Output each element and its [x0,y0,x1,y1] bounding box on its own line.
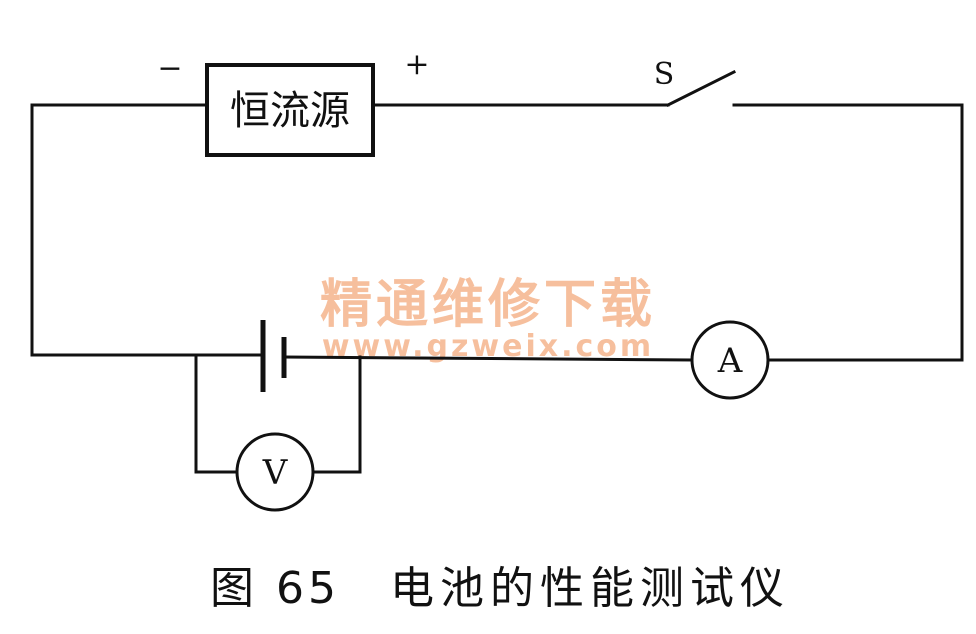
current-source-box [205,63,375,157]
watermark-title: 精通维修下载 [320,275,656,335]
wire-battery-ammeter [282,355,694,362]
source-negative-sign: − [157,51,182,86]
caption-title: 电池的性能测试仪 [390,563,790,614]
wire-left-top [30,103,209,357]
current-source-label: 恒流源 [230,88,350,134]
voltmeter-circle [235,432,315,512]
voltmeter-label: V [262,453,289,493]
ammeter-circle [690,320,770,400]
switch-blade [665,69,737,108]
caption-number: 图 65 [210,563,340,614]
wire-voltmeter-right [311,355,362,474]
source-positive-sign: + [404,47,429,82]
switch-label: S [654,57,675,92]
ammeter-label: A [717,341,743,381]
wire-switch-right [732,103,964,362]
wire-voltmeter-left [194,353,239,474]
